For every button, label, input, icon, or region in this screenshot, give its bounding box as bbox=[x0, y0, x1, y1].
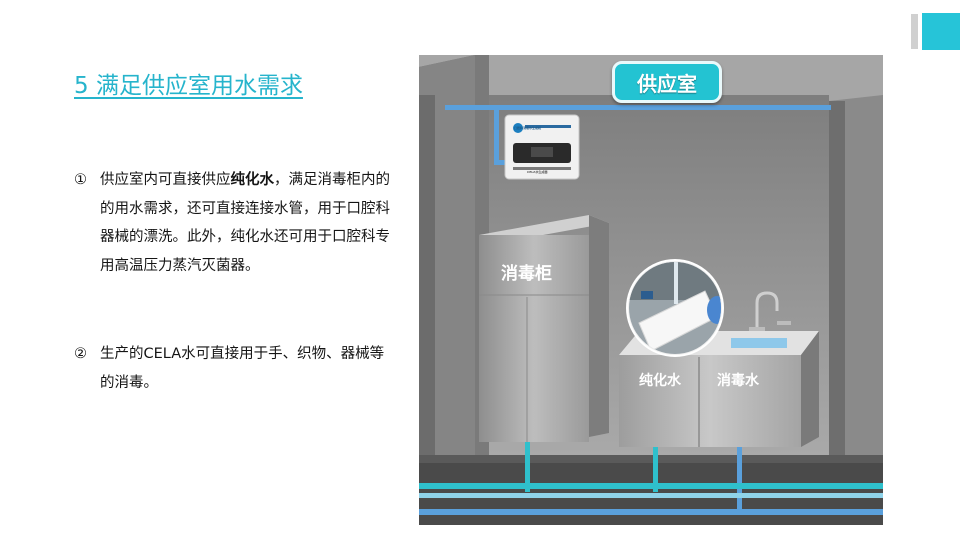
device-footer-text: CELA水生成器 bbox=[527, 170, 548, 174]
floor-pipe-teal bbox=[419, 483, 883, 489]
top-pipe bbox=[445, 105, 831, 110]
decor-grey-bar bbox=[911, 14, 918, 49]
point-1-text-post: ，满足消毒柜内的的用水需求，还可直接连接水管，用于口腔科器械的漂洗。此外，纯化水… bbox=[100, 172, 390, 274]
disinfection-cabinet bbox=[479, 215, 609, 442]
floor-pipe-blue bbox=[419, 509, 883, 515]
cabinet-label: 消毒柜 bbox=[501, 264, 552, 284]
point-2-number: ② bbox=[74, 346, 87, 362]
point-1-text-pre: 供应室内可直接供应 bbox=[100, 172, 231, 188]
point-2: ② 生产的CELA水可直接用于手、织物、器械等的消毒。 bbox=[74, 340, 394, 397]
sink-right-label: 消毒水 bbox=[717, 373, 759, 389]
room-sign: 供应室 bbox=[612, 61, 722, 103]
supply-room-illustration: 供应室 消毒柜 纯化水 消毒水 口腔科消毒水生成机 CELA水生成器 bbox=[419, 55, 883, 525]
point-1-text-bold: 纯化水 bbox=[230, 172, 275, 188]
sink-left-label: 纯化水 bbox=[639, 373, 681, 389]
point-1-number: ① bbox=[74, 172, 87, 188]
point-1: ① 供应室内可直接供应纯化水，满足消毒柜内的的用水需求，还可直接连接水管，用于口… bbox=[74, 166, 394, 280]
room-drawing bbox=[419, 55, 883, 525]
point-1-text: 供应室内可直接供应纯化水，满足消毒柜内的的用水需求，还可直接连接水管，用于口腔科… bbox=[100, 166, 394, 280]
room-sign-text: 供应室 bbox=[637, 71, 697, 96]
point-2-text: 生产的CELA水可直接用于手、织物、器械等的消毒。 bbox=[100, 346, 385, 391]
device-brand-text: 口腔科消毒水生成机 bbox=[514, 126, 542, 130]
decor-teal-block bbox=[922, 13, 960, 50]
slide-title: 5 满足供应室用水需求 bbox=[74, 73, 303, 99]
water-generator-device bbox=[504, 114, 580, 180]
floor-pipe-light bbox=[419, 493, 883, 498]
